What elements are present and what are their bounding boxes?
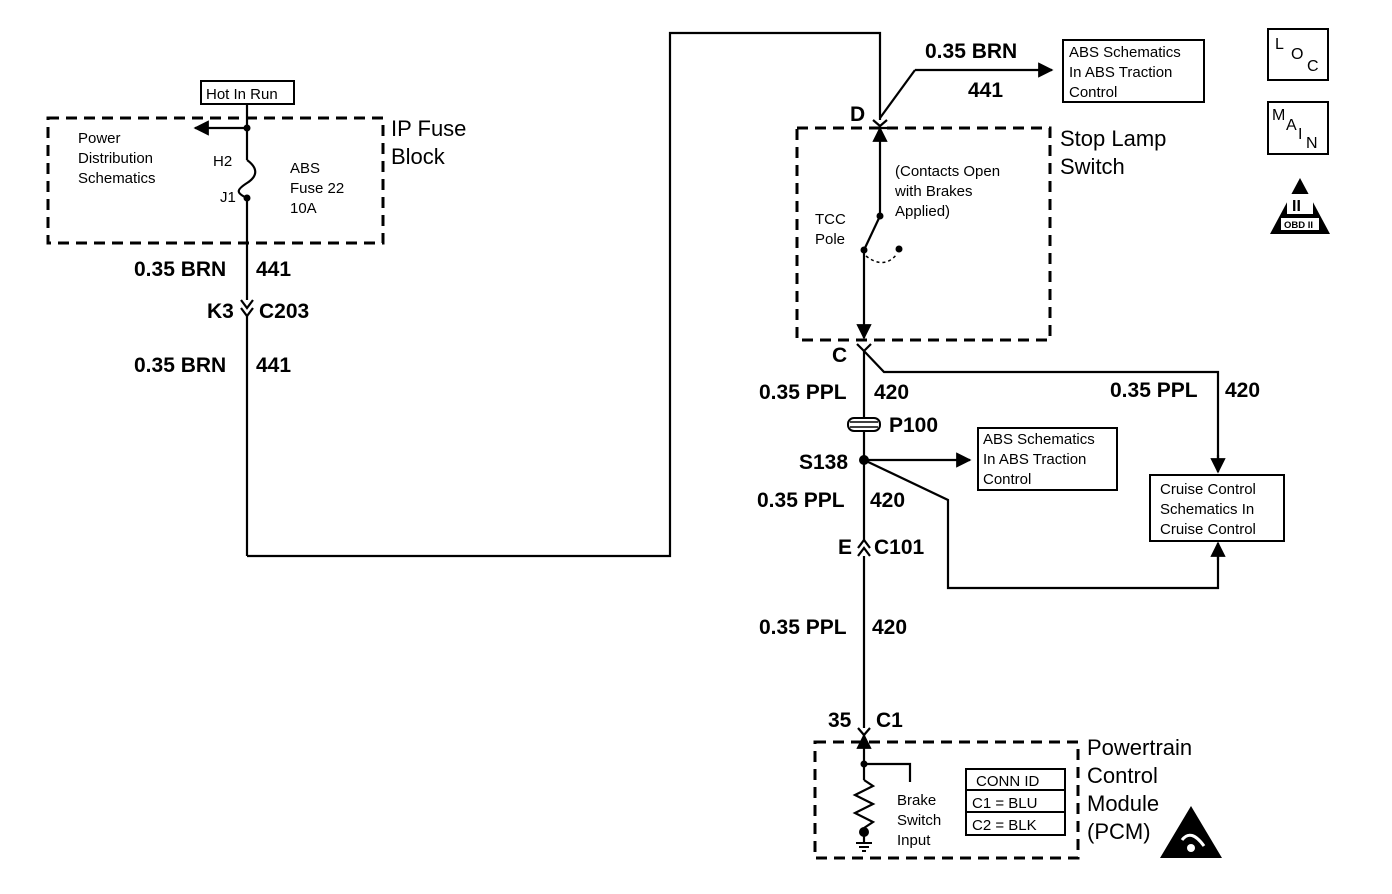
pcm-module: Powertrain Control Module (PCM) Brake Sw…	[813, 733, 1222, 860]
stop-lamp-switch: 0.35 BRN 441 ABS Schematics In ABS Tract…	[795, 39, 1205, 342]
abs-ref-2-label-3: Control	[983, 471, 1031, 488]
svg-text:L: L	[1275, 36, 1284, 53]
hot-in-run-label: Hot In Run	[206, 86, 278, 103]
circuit-420-right-label: 420	[1225, 379, 1260, 402]
power-distribution-label-3: Schematics	[78, 170, 156, 187]
wire-brn-label-2: 0.35 BRN	[134, 354, 226, 377]
circuit-441-wire	[247, 31, 882, 558]
brake-switch-input-label: Brake	[897, 792, 936, 809]
conn-id-title: CONN ID	[976, 773, 1040, 790]
circuit-420: C 0.35 PPL 420 0.35 PPL 420 P100 S138 AB…	[757, 343, 1285, 737]
fuse-label-3: 10A	[290, 200, 317, 217]
cruise-feed-wire	[863, 350, 1220, 470]
cruise-control-label-2: Schematics In	[1160, 501, 1254, 518]
ground-icon	[856, 842, 872, 852]
main-icon: M A I N	[1267, 101, 1329, 155]
pcm-label-3: Module	[1087, 791, 1159, 816]
s138-label: S138	[799, 451, 848, 474]
abs-ref-2-label-2: In ABS Traction	[983, 451, 1086, 468]
circuit-420-label-1: 420	[874, 381, 909, 404]
circuit-441-label-1: 441	[256, 258, 291, 281]
connector-c101-icon	[857, 538, 871, 557]
loc-icon: L O C	[1267, 28, 1329, 81]
ip-fuse-block: Hot In Run IP Fuse Block Power Distribut…	[46, 80, 466, 245]
svg-text:C: C	[1307, 58, 1319, 75]
pin-j1-label: J1	[220, 189, 236, 206]
conn-id-c2: C2 = BLK	[972, 817, 1037, 834]
fuse-label-2: Fuse 22	[290, 180, 344, 197]
circuit-420-label-3: 420	[872, 616, 907, 639]
connector-e-label: E	[838, 536, 852, 559]
ip-fuse-block-label-2: Block	[391, 144, 446, 169]
p100-connector-icon	[847, 417, 881, 432]
power-distribution-label: Power	[78, 130, 121, 147]
contacts-note-label-2: with Brakes	[894, 183, 973, 200]
p100-label: P100	[889, 414, 938, 437]
power-distribution-label-2: Distribution	[78, 150, 153, 167]
conn-id-c1: C1 = BLU	[972, 795, 1037, 812]
pin-35-label: 35	[828, 709, 852, 732]
circuit-420-label-2: 420	[870, 489, 905, 512]
abs-ref-2-label: ABS Schematics	[983, 431, 1095, 448]
svg-text:OBD II: OBD II	[1284, 220, 1313, 231]
esd-warning-icon	[1160, 806, 1222, 858]
cruise-control-label: Cruise Control	[1160, 481, 1256, 498]
pcm-outline	[813, 740, 1080, 860]
ip-fuse-block-outline	[46, 116, 385, 245]
fuse-label: ABS	[290, 160, 320, 177]
contacts-note-label-3: Applied)	[895, 203, 950, 220]
pin-d-label: D	[850, 103, 865, 126]
stop-lamp-switch-label: Stop Lamp	[1060, 126, 1166, 151]
stop-lamp-switch-label-2: Switch	[1060, 154, 1125, 179]
connector-c101-label: C101	[874, 536, 925, 559]
brake-switch-input-label-3: Input	[897, 832, 931, 849]
ip-fuse-block-label: IP Fuse	[391, 116, 466, 141]
pcm-label-2: Control	[1087, 763, 1158, 788]
circuit-441-left: 0.35 BRN 441 K3 C203 0.35 BRN 441	[134, 31, 882, 558]
connector-k3-label: K3	[207, 300, 234, 323]
contacts-note-label: (Contacts Open	[895, 163, 1000, 180]
svg-text:II: II	[1292, 198, 1301, 215]
abs-ref-1-label-2: In ABS Traction	[1069, 64, 1172, 81]
circuit-441-label-2: 441	[256, 354, 291, 377]
circuit-441-top-label: 441	[968, 79, 1003, 102]
tcc-pole-label: TCC	[815, 211, 846, 228]
svg-text:O: O	[1291, 46, 1303, 63]
connector-c203-label: C203	[259, 300, 309, 323]
pcm-label: Powertrain	[1087, 735, 1192, 760]
svg-text:N: N	[1306, 135, 1318, 152]
wire-ppl-label-1: 0.35 PPL	[759, 381, 847, 404]
tcc-pole-contact-icon	[863, 215, 881, 251]
wire-brn-label-1: 0.35 BRN	[134, 258, 226, 281]
wire-ppl-right-label: 0.35 PPL	[1110, 379, 1198, 402]
cruise-control-label-3: Cruise Control	[1160, 521, 1256, 538]
brake-switch-input-label-2: Switch	[897, 812, 941, 829]
obd-ii-icon: II OBD II	[1270, 178, 1330, 234]
connector-c1-label: C1	[876, 709, 903, 732]
cruise-splice-wire	[863, 459, 1220, 590]
abs-schematics-ref-1	[1062, 39, 1205, 103]
connector-c203-icon	[240, 299, 254, 318]
stop-lamp-switch-outline	[795, 126, 1052, 342]
pin-c-label: C	[832, 344, 847, 367]
tcc-pole-label-2: Pole	[815, 231, 845, 248]
abs-fuse-22-icon	[237, 159, 257, 200]
abs-ref-1-label: ABS Schematics	[1069, 44, 1181, 61]
pin-c-terminal-icon	[856, 343, 872, 353]
abs-ref-1-label-3: Control	[1069, 84, 1117, 101]
pin-h2-label: H2	[213, 153, 232, 170]
svg-text:M: M	[1272, 107, 1285, 124]
pcm-label-4: (PCM)	[1087, 819, 1151, 844]
wire-ppl-label-3: 0.35 PPL	[759, 616, 847, 639]
conn-id-table: CONN ID C1 = BLU C2 = BLK	[965, 768, 1066, 836]
wire-brn-top-label: 0.35 BRN	[925, 40, 1017, 63]
pull-down-resistor-icon	[852, 779, 876, 829]
wire-ppl-label-2: 0.35 PPL	[757, 489, 845, 512]
svg-text:A: A	[1286, 117, 1297, 134]
pin-35-terminal-icon	[857, 727, 871, 737]
abs-schematics-ref-2	[977, 427, 1118, 491]
svg-text:I: I	[1298, 126, 1302, 143]
cruise-control-ref	[1149, 474, 1285, 542]
